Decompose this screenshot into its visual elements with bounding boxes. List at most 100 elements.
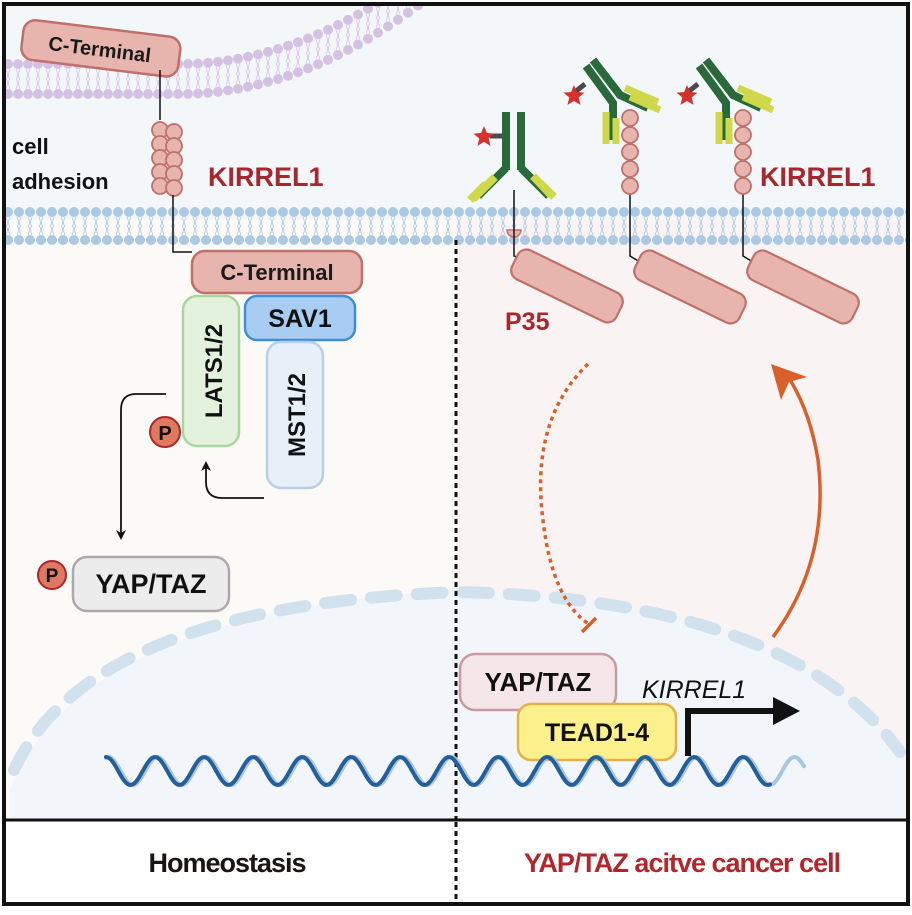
lipid-head — [850, 235, 860, 245]
lipid-head — [278, 207, 288, 217]
lipid-head — [762, 207, 772, 217]
p35-label: P35 — [505, 308, 550, 336]
lipid-head — [322, 207, 332, 217]
lipid-head — [201, 207, 211, 217]
lipid-head — [23, 89, 33, 99]
kirrel1-ig-domains — [152, 122, 182, 196]
lipid-head — [872, 235, 882, 245]
lipid-head — [575, 207, 585, 217]
lats1-2-protein: LATS1/2 — [183, 296, 239, 446]
lipid-head — [399, 207, 409, 217]
lipid-head — [333, 20, 343, 30]
lipid-head — [69, 207, 79, 217]
cell-adhesion-label-2: adhesion — [12, 169, 109, 194]
lipid-head — [575, 235, 585, 245]
phospho-yaptaz: P — [38, 561, 66, 589]
lipid-head — [243, 82, 253, 92]
lipid-head — [203, 88, 213, 98]
lipid-head — [253, 79, 263, 89]
lipid-head — [597, 235, 607, 245]
lipid-head — [311, 207, 321, 217]
lipid-head — [256, 235, 266, 245]
lipid-head — [47, 207, 57, 217]
lipid-head — [883, 235, 893, 245]
lipid-head — [421, 235, 431, 245]
lipid-head — [201, 235, 211, 245]
lipid-head — [817, 207, 827, 217]
lipid-head — [373, 28, 383, 38]
svg-text:YAP/TAZ: YAP/TAZ — [485, 667, 592, 697]
lipid-head — [366, 207, 376, 217]
lipid-head — [58, 207, 68, 217]
lipid-head — [355, 235, 365, 245]
ig-domain — [735, 110, 751, 126]
lipid-head — [663, 207, 673, 217]
ig-domain — [735, 161, 751, 177]
lipid-head — [630, 235, 640, 245]
lipid-head — [564, 207, 574, 217]
lipid-head — [498, 207, 508, 217]
lipid-head — [795, 207, 805, 217]
ig-domain — [622, 144, 638, 160]
lipid-head — [223, 207, 233, 217]
ig-domain — [622, 161, 638, 177]
lipid-head — [751, 207, 761, 217]
lipid-head — [383, 0, 393, 1]
lipid-head — [223, 85, 233, 95]
lipid-head — [740, 207, 750, 217]
svg-text:YAP/TAZ: YAP/TAZ — [95, 569, 206, 599]
lipid-head — [883, 207, 893, 217]
lipid-head — [103, 89, 113, 99]
lipid-head — [377, 207, 387, 217]
lipid-head — [283, 71, 293, 81]
lipid-head — [817, 235, 827, 245]
lipid-head — [685, 207, 695, 217]
lipid-head — [124, 235, 134, 245]
ig-domain — [622, 127, 638, 143]
lipid-head — [410, 235, 420, 245]
lipid-head — [828, 207, 838, 217]
lipid-head — [83, 89, 93, 99]
lipid-head — [729, 235, 739, 245]
lipid-head — [839, 235, 849, 245]
lipid-head — [36, 207, 46, 217]
ig-domain — [166, 180, 182, 196]
cell-adhesion-label-1: cell — [12, 134, 49, 159]
lipid-head — [674, 235, 684, 245]
lipid-head — [333, 50, 343, 60]
lipid-head — [608, 207, 618, 217]
lipid-head — [531, 207, 541, 217]
lipid-head — [278, 235, 288, 245]
lipid-head — [355, 207, 365, 217]
lipid-head — [223, 55, 233, 65]
ig-domain — [735, 144, 751, 160]
lipid-head — [333, 207, 343, 217]
lipid-head — [828, 235, 838, 245]
lipid-head — [421, 207, 431, 217]
lipid-head — [333, 235, 343, 245]
lipid-head — [253, 49, 263, 59]
lipid-head — [190, 207, 200, 217]
lipid-head — [718, 235, 728, 245]
lipid-head — [146, 235, 156, 245]
phospho-lats: P — [150, 417, 180, 447]
lipid-head — [465, 235, 475, 245]
lipid-head — [303, 63, 313, 73]
lipid-head — [520, 235, 530, 245]
lipid-head — [193, 58, 203, 68]
lipid-head — [619, 207, 629, 217]
lipid-head — [542, 235, 552, 245]
lipid-head — [393, 15, 403, 25]
lipid-head — [498, 235, 508, 245]
lipid-head — [553, 207, 563, 217]
lipid-head — [586, 207, 596, 217]
mst1-2-protein: MST1/2 — [267, 342, 323, 488]
lipid-head — [476, 235, 486, 245]
lipid-head — [399, 235, 409, 245]
lipid-head — [773, 235, 783, 245]
lipid-head — [303, 33, 313, 43]
lipid-head — [608, 235, 618, 245]
lipid-head — [707, 207, 717, 217]
svg-text:MST1/2: MST1/2 — [284, 373, 311, 457]
